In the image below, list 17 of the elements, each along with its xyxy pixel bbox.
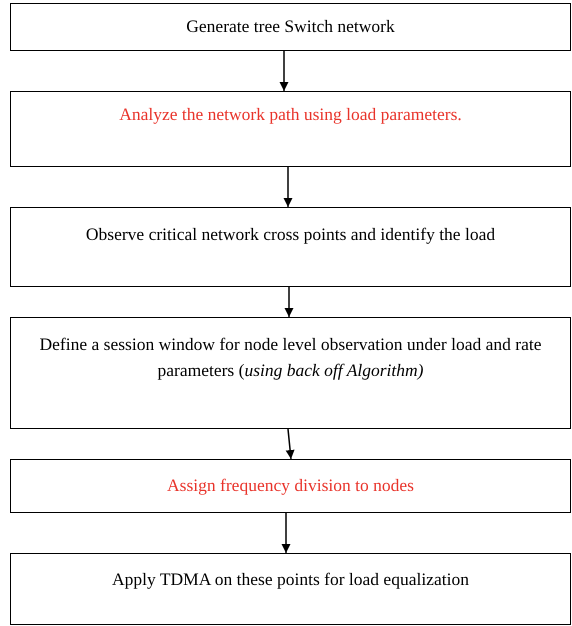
step-text: Apply TDMA on these points for load equalization — [111, 568, 470, 591]
step-text: Analyze the network path using load parameters. — [118, 103, 463, 126]
step-text: Assign frequency division to nodes — [166, 474, 415, 497]
arrow — [286, 428, 295, 460]
process-box — [10, 207, 571, 287]
step-text: Observe critical network cross points and identify the load — [84, 223, 496, 246]
arrow — [280, 51, 288, 91]
step-text: Define a session window for node level observation under load and rate parameters (using back off Algorithm) — [38, 333, 542, 382]
arrow — [284, 167, 292, 207]
process-box — [10, 459, 571, 513]
arrow — [284, 287, 294, 317]
step-text: Generate tree Switch network — [185, 15, 396, 38]
process-box — [10, 91, 571, 167]
process-box — [10, 553, 571, 625]
process-box — [10, 317, 571, 429]
process-box — [10, 3, 571, 51]
arrow — [282, 513, 290, 553]
